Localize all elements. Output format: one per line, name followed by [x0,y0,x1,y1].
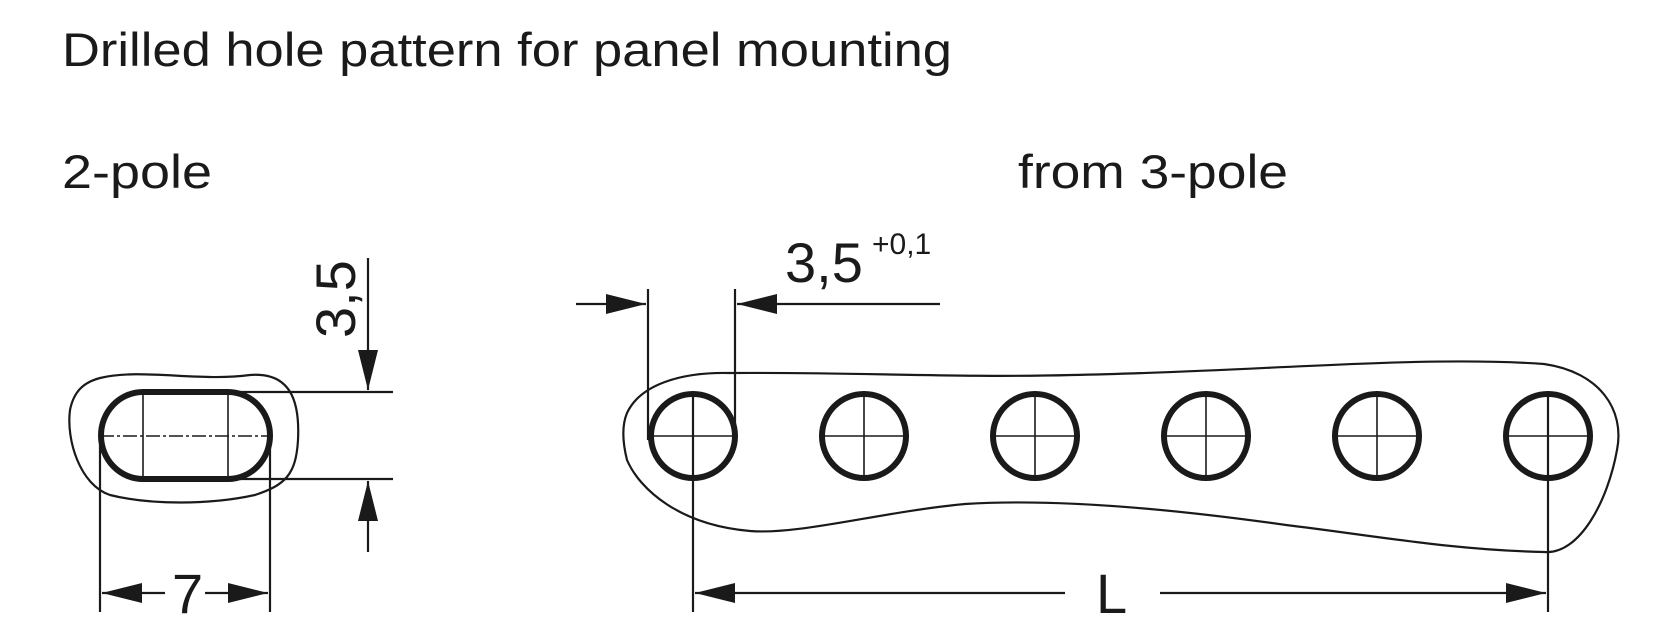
multi-pole-label: from 3-pole [1018,145,1288,198]
multi-pole-drawing: 3,5 +0,1 L [576,228,1620,625]
hole-diameter-tolerance: +0,1 [872,228,931,261]
two-pole-drawing: 3,5 7 [68,258,393,625]
length-dim: L [1096,562,1127,625]
two-pole-panel-outline [68,373,300,504]
two-pole-label: 2-pole [62,145,212,198]
multi-pole-panel-outline [622,360,1620,554]
two-pole-height-dim: 3,5 [304,260,367,338]
hole-diameter-dim: 3,5 [785,231,863,294]
diagram-title: Drilled hole pattern for panel mounting [62,23,952,76]
two-pole-width-dim: 7 [172,562,203,625]
